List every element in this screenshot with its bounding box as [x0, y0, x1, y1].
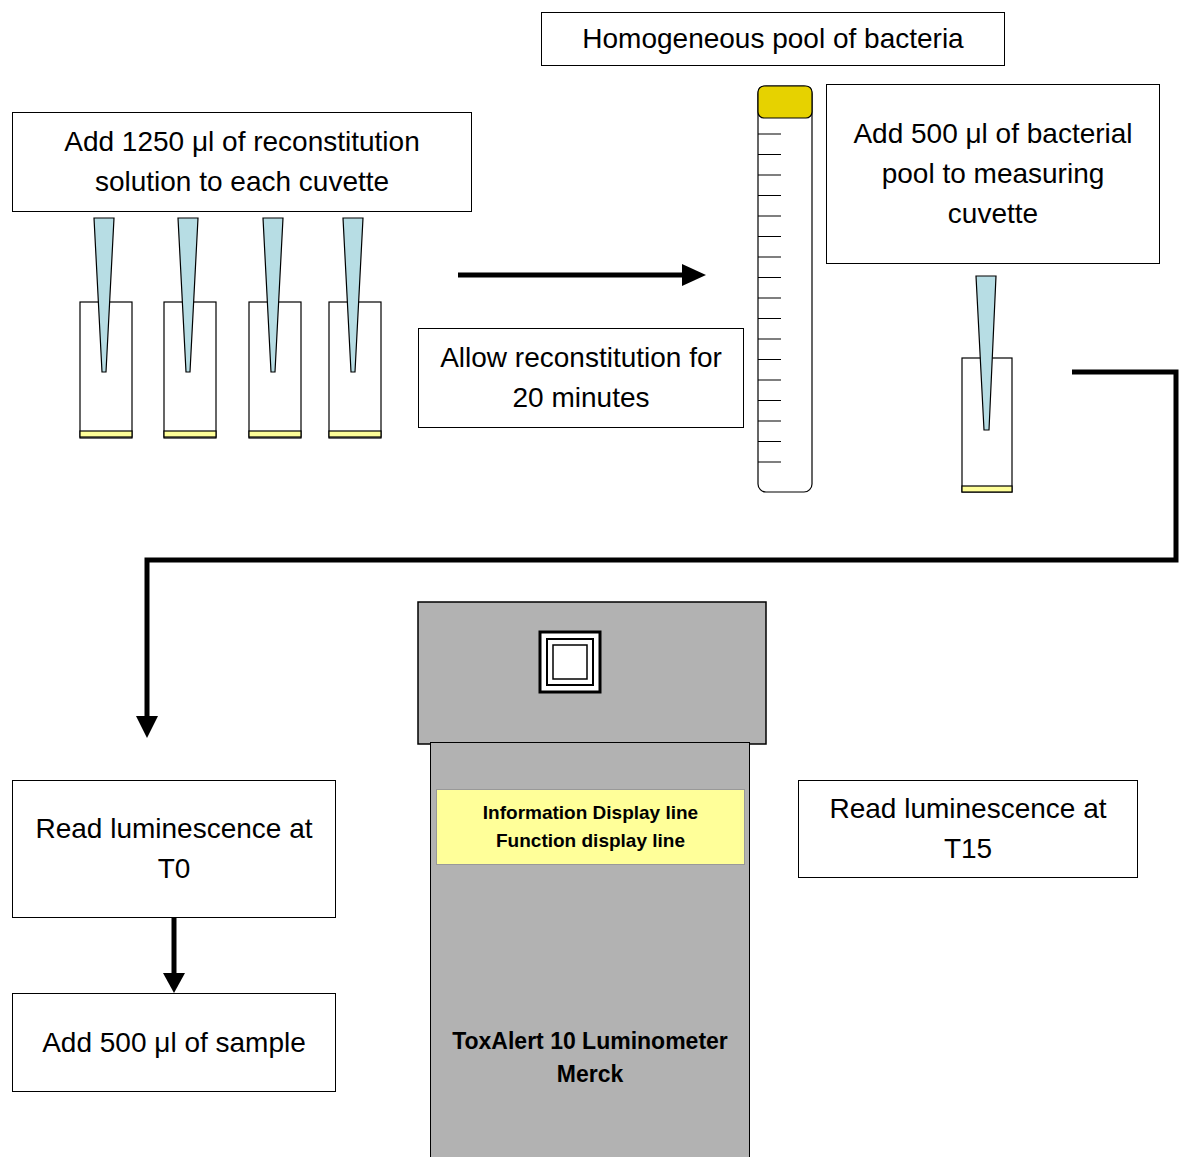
process-box: Add 500 μl of sample	[12, 993, 336, 1092]
test-tube	[758, 86, 812, 492]
process-box: Add 1250 μl of reconstitution solution t…	[12, 112, 472, 212]
node-text: Information Display line	[483, 799, 698, 827]
node-text: Read luminescence at T0	[23, 809, 325, 889]
luminometer-body: ToxAlert 10 Luminometer Merck Information…	[430, 742, 750, 1157]
measuring-cuvette	[962, 276, 1012, 492]
node-text: Read luminescence at T15	[809, 789, 1127, 869]
process-box: Allow reconstitution for 20 minutes	[418, 328, 744, 428]
node-text: Add 500 μl of bacterial pool to measurin…	[837, 114, 1149, 234]
process-box: Read luminescence at T0	[12, 780, 336, 918]
node-text: Add 500 μl of sample	[42, 1023, 306, 1063]
process-box: Read luminescence at T15	[798, 780, 1138, 878]
cuvettes	[80, 218, 381, 438]
node-text: Allow reconstitution for 20 minutes	[429, 338, 733, 418]
node-text: Homogeneous pool of bacteria	[582, 19, 963, 59]
luminometer-top	[418, 602, 766, 744]
display-panel: Information Display lineFunction display…	[436, 789, 745, 865]
process-box: Add 500 μl of bacterial pool to measurin…	[826, 84, 1160, 264]
node-text: Function display line	[496, 827, 685, 855]
label-box: Homogeneous pool of bacteria	[541, 12, 1005, 66]
node-text: Add 1250 μl of reconstitution solution t…	[23, 122, 461, 202]
flow-arrow	[163, 918, 185, 993]
node-text: ToxAlert 10 Luminometer Merck	[431, 1025, 749, 1091]
arrow-right	[458, 264, 706, 286]
